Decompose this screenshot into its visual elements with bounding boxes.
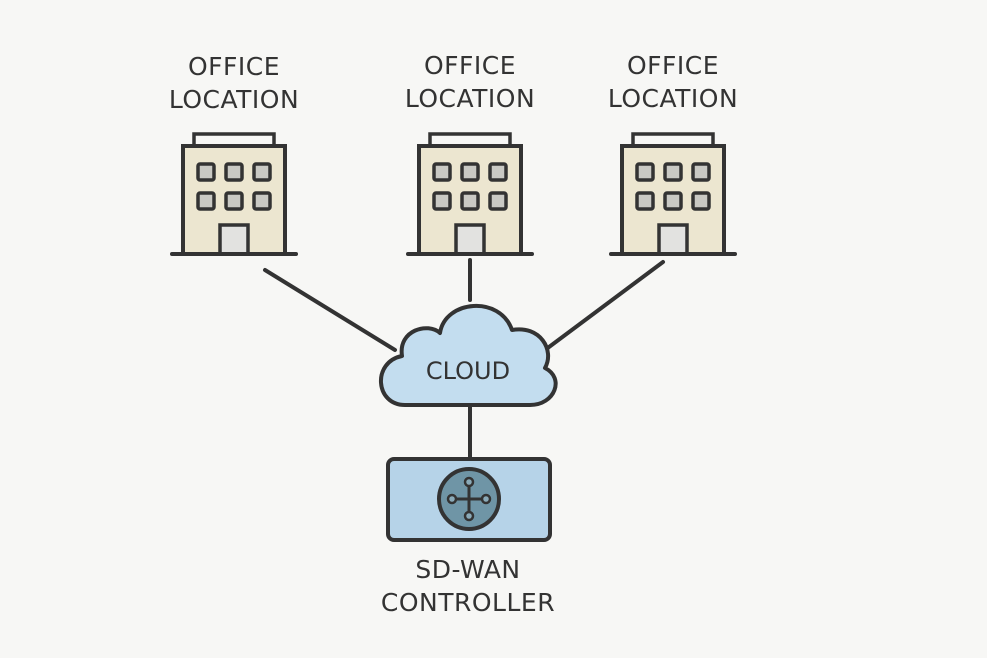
controller-label-line1: SD-WAN (415, 555, 521, 584)
building-window (224, 162, 244, 182)
link-office-3-cloud (543, 260, 665, 352)
building-window (196, 191, 216, 211)
building-window (460, 162, 480, 182)
building-window (691, 191, 711, 211)
building-window (488, 191, 508, 211)
building-window (691, 162, 711, 182)
cloud-shape (378, 304, 558, 407)
building-window (196, 162, 216, 182)
building-window (635, 162, 655, 182)
office-label-line1: OFFICE (423, 51, 517, 80)
building-window (432, 162, 452, 182)
building-window (663, 162, 683, 182)
office-label-line2: LOCATION (168, 85, 300, 114)
building-window (224, 191, 244, 211)
building-door (454, 223, 486, 256)
office-label-line1: OFFICE (187, 52, 281, 81)
office-label-2: OFFICE LOCATION (405, 49, 535, 115)
office-building-1 (170, 132, 298, 256)
building-window (460, 191, 480, 211)
office-label-line2: LOCATION (404, 84, 536, 113)
building-window (488, 162, 508, 182)
office-label-1: OFFICE LOCATION (169, 50, 299, 116)
controller-label: SD-WAN CONTROLLER (381, 553, 555, 619)
office-building-2 (406, 132, 534, 256)
office-label-line2: LOCATION (607, 84, 739, 113)
controller-label-line2: CONTROLLER (380, 588, 556, 617)
link-office-1-cloud (263, 268, 397, 352)
office-label-line1: OFFICE (626, 51, 720, 80)
cloud-label: CLOUD (425, 357, 511, 385)
building-window (252, 191, 272, 211)
office-label-3: OFFICE LOCATION (608, 49, 738, 115)
building-window (432, 191, 452, 211)
building-door (657, 223, 689, 256)
building-window (663, 191, 683, 211)
network-hub-icon (437, 467, 501, 531)
building-window (635, 191, 655, 211)
office-building-3 (609, 132, 737, 256)
building-window (252, 162, 272, 182)
building-door (218, 223, 250, 256)
